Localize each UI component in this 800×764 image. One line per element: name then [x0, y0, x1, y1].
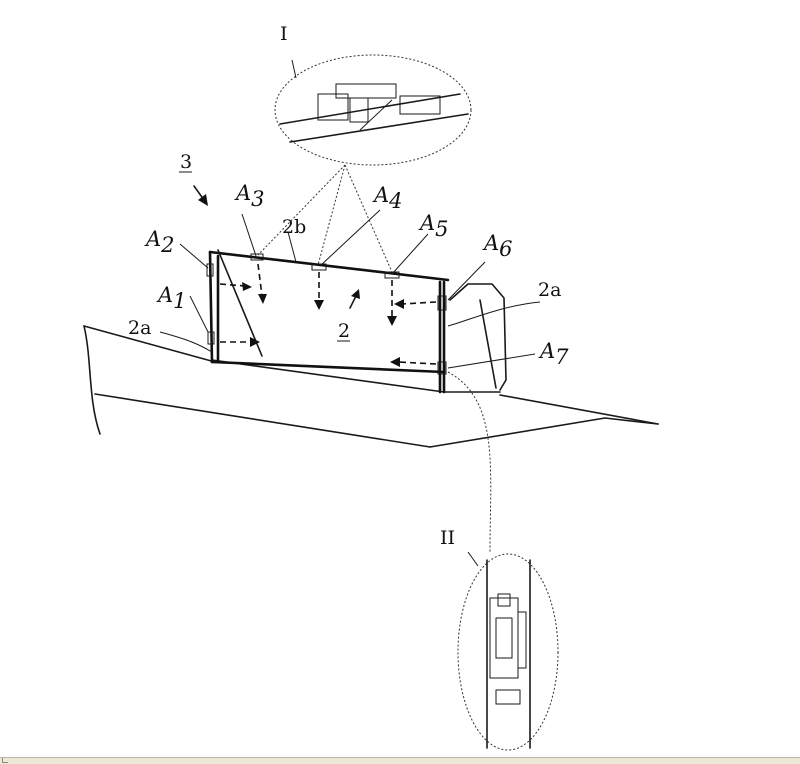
clamp-markers — [206, 253, 447, 375]
panel-shield — [211, 249, 507, 393]
label-2a-left: 2a — [128, 317, 151, 339]
clamp-a7 — [437, 361, 447, 375]
detail-ii-bubble — [447, 371, 559, 751]
anchor-a5: A5 — [418, 211, 449, 241]
window-bottom-edge — [0, 757, 800, 764]
anchor-a6: A6 — [482, 231, 513, 261]
detail-i-bubble — [257, 54, 472, 273]
label-2b: 2b — [282, 216, 306, 238]
panel-label: 2 — [338, 320, 350, 342]
anchor-a7: A7 — [538, 339, 569, 369]
label-2a-right: 2a — [538, 279, 561, 301]
clamp-a6 — [437, 295, 447, 311]
clamp-a2 — [206, 263, 214, 277]
assembly-label: 3 — [180, 151, 192, 173]
anchor-a3: A3 — [234, 181, 265, 211]
motion-arrows — [219, 263, 437, 367]
anchor-a1: A1 — [156, 283, 187, 313]
clamp-a3 — [250, 253, 264, 261]
label-detail-i: I — [280, 23, 288, 45]
clamp-a4 — [311, 263, 327, 271]
pointer-arrows — [193, 185, 360, 309]
anchor-a4: A4 — [372, 183, 403, 213]
resize-grip-icon[interactable] — [2, 758, 8, 763]
label-detail-ii: II — [440, 527, 455, 549]
leader-lines — [159, 209, 541, 369]
base-surface — [83, 325, 659, 448]
panel-frame — [208, 250, 450, 394]
anchor-a2: A2 — [144, 227, 175, 257]
clamp-a1 — [207, 331, 215, 345]
